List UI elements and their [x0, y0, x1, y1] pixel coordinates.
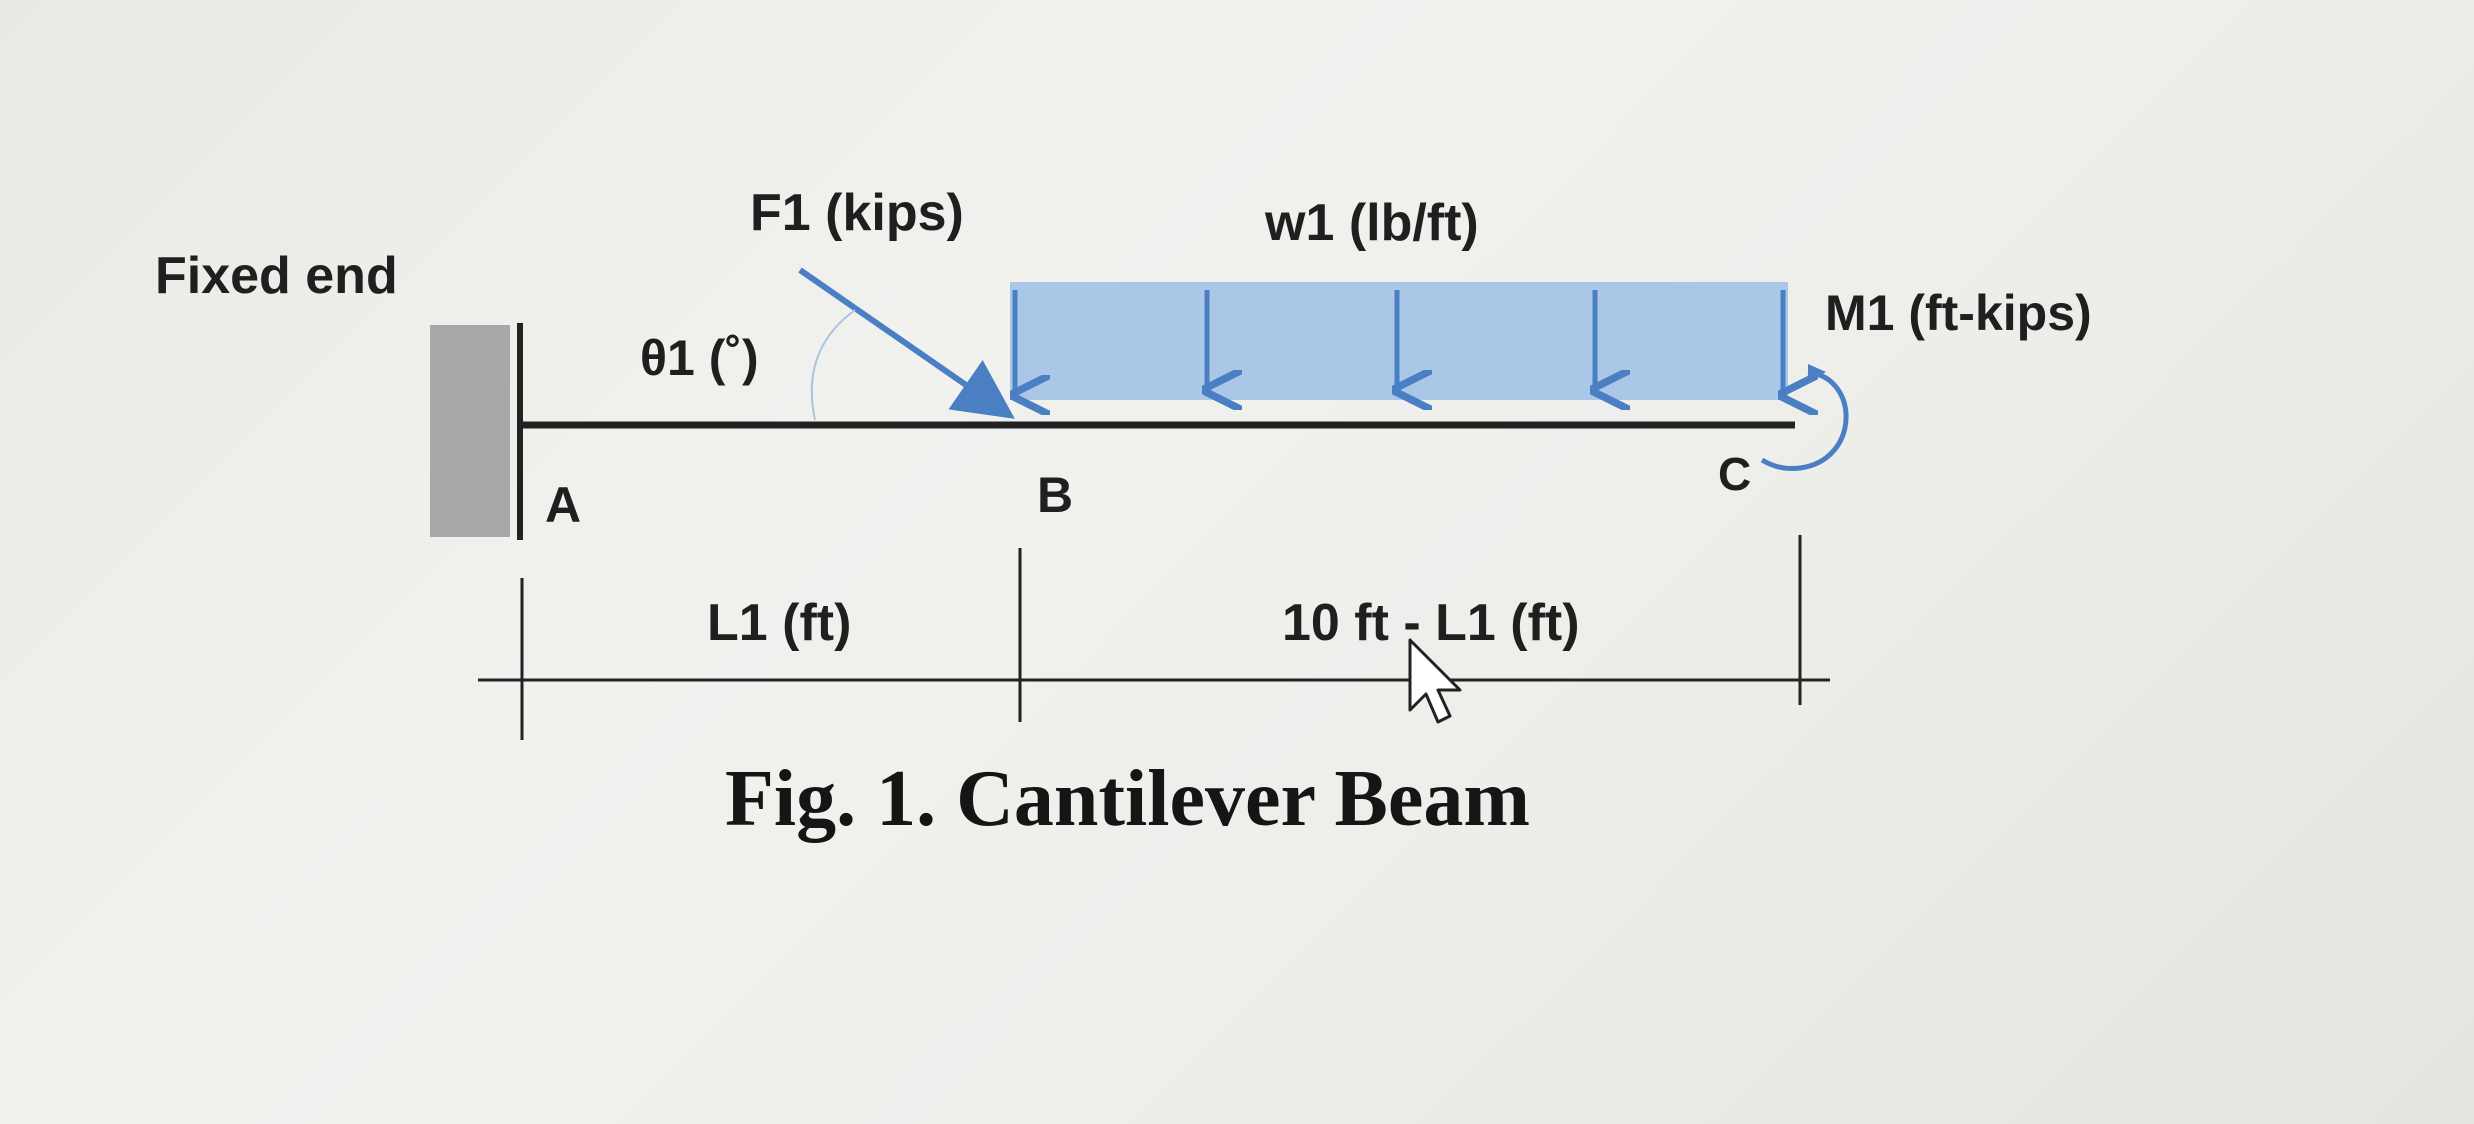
fixed-wall: [430, 325, 510, 537]
dimension-lines: [478, 535, 1830, 740]
angle-label: θ1 (˚): [640, 330, 759, 386]
force-label: F1 (kips): [750, 184, 964, 242]
angle-arc: [810, 309, 856, 421]
distributed-load-arrows: [1015, 290, 1783, 395]
length-ab-label: L1 (ft): [707, 594, 851, 652]
mouse-cursor-icon: [1408, 638, 1462, 724]
force-arrow: [798, 267, 1015, 419]
point-a-label: A: [545, 477, 581, 533]
figure-caption: Fig. 1. Cantilever Beam: [725, 755, 1530, 843]
point-b-label: B: [1037, 467, 1073, 523]
moment-arrowhead: [1808, 364, 1826, 382]
length-bc-label: 10 ft - L1 (ft): [1282, 594, 1580, 652]
distributed-load-label: w1 (lb/ft): [1264, 194, 1479, 252]
moment-arrow: [1760, 369, 1849, 471]
fixed-end-label: Fixed end: [155, 247, 398, 305]
point-c-label: C: [1718, 448, 1751, 500]
moment-label: M1 (ft-kips): [1825, 285, 2092, 341]
